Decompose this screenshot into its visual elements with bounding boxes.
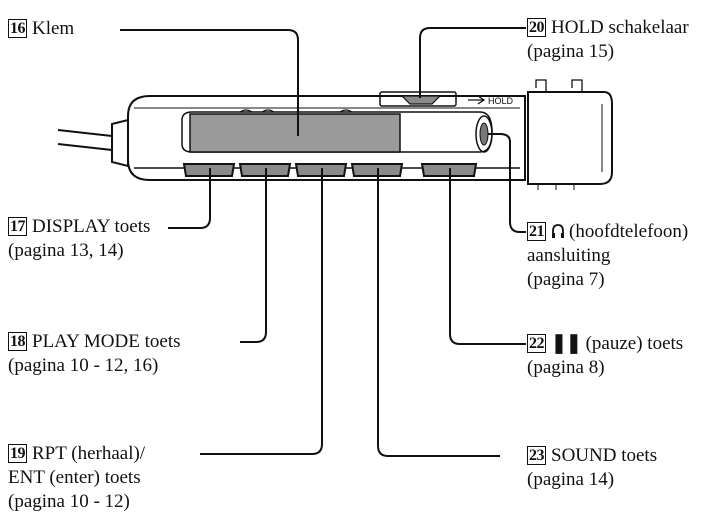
- callout-sub: ENT (enter) toets: [8, 467, 141, 488]
- callout-21: 21 (hoofdtelefoon) aansluiting (pagina 7): [527, 220, 688, 292]
- callout-18: 18 PLAY MODE toets (pagina 10 - 12, 16): [8, 330, 181, 378]
- hold-label: HOLD: [488, 96, 514, 106]
- callout-number: 21: [527, 222, 546, 241]
- pause-icon: ❚❚: [551, 333, 582, 354]
- callout-sub: (pagina 15): [527, 41, 615, 62]
- callout-number: 22: [527, 334, 546, 353]
- hold-switch: [379, 91, 457, 107]
- leader-18: [240, 168, 267, 343]
- leader-19: [200, 168, 323, 455]
- callout-number: 19: [8, 444, 27, 463]
- callout-text: HOLD schakelaar: [551, 17, 689, 38]
- callout-sub: (pagina 13, 14): [8, 240, 124, 261]
- callout-text: DISPLAY toets: [32, 216, 151, 237]
- callout-text: PLAY MODE toets: [32, 331, 181, 352]
- callout-number: 23: [527, 446, 546, 465]
- callout-23: 23 SOUND toets (pagina 14): [527, 444, 657, 492]
- callout-text: RPT (herhaal)/: [32, 443, 146, 464]
- leader-16: [120, 29, 299, 136]
- callout-number: 18: [8, 332, 27, 351]
- callout-text: SOUND toets: [551, 445, 658, 466]
- device-body: [127, 95, 526, 181]
- cable-connector: [111, 118, 129, 168]
- callout-text: (hoofdtelefoon): [569, 221, 689, 242]
- cable: [57, 129, 113, 137]
- button-row: [182, 163, 478, 177]
- callout-20: 20 HOLD schakelaar (pagina 15): [527, 16, 689, 64]
- callout-sub: (pagina 14): [527, 469, 615, 490]
- callout-sub: (pagina 8): [527, 357, 605, 378]
- callout-number: 17: [8, 217, 27, 236]
- leader-22: [449, 168, 526, 345]
- callout-number: 20: [527, 18, 546, 37]
- display-screen: [189, 113, 401, 153]
- callout-sub: (pagina 10 - 12): [8, 491, 130, 512]
- callout-16: 16 Klem: [8, 17, 74, 41]
- callout-number: 16: [8, 19, 27, 38]
- callout-sub: aansluiting: [527, 245, 611, 266]
- leader-23: [377, 168, 500, 457]
- battery-case: [527, 91, 613, 185]
- leader-20: [419, 27, 526, 98]
- callout-text: Klem: [32, 18, 75, 39]
- leader-21: [488, 133, 526, 233]
- callout-sub: (pagina 10 - 12, 16): [8, 355, 159, 376]
- callout-17: 17 DISPLAY toets (pagina 13, 14): [8, 215, 150, 263]
- callout-text: (pauze) toets: [585, 333, 684, 354]
- headphones-icon: [552, 224, 564, 238]
- leader-17: [168, 168, 211, 229]
- callout-19: 19 RPT (herhaal)/ ENT (enter) toets (pagi…: [8, 442, 145, 514]
- callout-22: 22 ❚❚ (pauze) toets (pagina 8): [527, 332, 683, 380]
- callout-sub: (pagina 7): [527, 269, 605, 290]
